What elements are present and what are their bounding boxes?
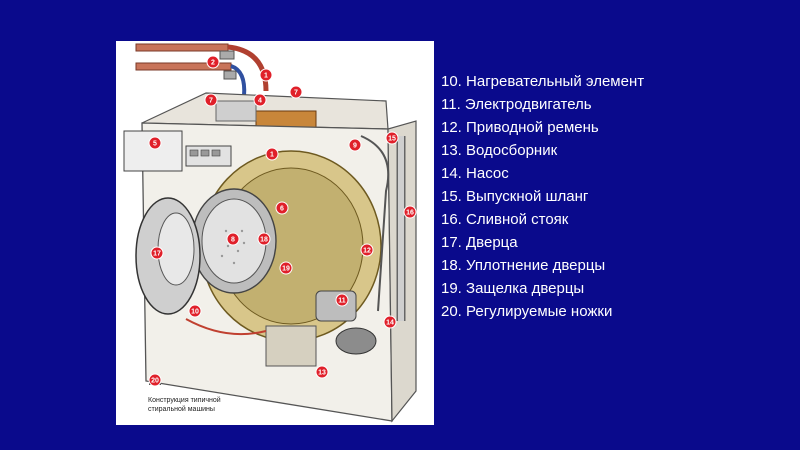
marker-18: 18 bbox=[257, 232, 271, 246]
marker-20: 20 bbox=[148, 373, 162, 387]
svg-text:1: 1 bbox=[264, 73, 268, 80]
svg-text:4: 4 bbox=[258, 98, 262, 105]
caption-line-1: Конструкция типичной bbox=[148, 397, 221, 404]
marker-1: 1 bbox=[259, 68, 273, 82]
svg-text:19: 19 bbox=[282, 266, 290, 273]
marker-4: 4 bbox=[253, 93, 267, 107]
marker-13: 13 bbox=[315, 365, 329, 379]
washing-machine-illustration: 2 1 7 4 7 5 1 9 15 6 16 17 8 18 12 19 11… bbox=[116, 41, 434, 425]
legend-item: 15. Выпускной шланг bbox=[441, 188, 589, 205]
marker-10: 10 bbox=[188, 304, 202, 318]
legend-item: 20. Регулируемые ножки bbox=[441, 303, 613, 320]
legend-item: 16. Сливной стояк bbox=[441, 211, 569, 228]
legend-item: 19. Защелка дверцы bbox=[441, 280, 585, 297]
svg-text:7: 7 bbox=[294, 90, 298, 97]
svg-text:18: 18 bbox=[260, 237, 268, 244]
parts-legend: 10. Нагревательный элемент 11. Электродв… bbox=[441, 70, 781, 323]
inlet-pipes bbox=[135, 43, 269, 97]
marker-6: 6 bbox=[275, 201, 289, 215]
legend-item: 17. Дверца bbox=[441, 234, 518, 251]
svg-text:11: 11 bbox=[338, 298, 346, 305]
svg-text:8: 8 bbox=[231, 237, 235, 244]
marker-16: 16 bbox=[403, 205, 417, 219]
marker-7b: 7 bbox=[289, 85, 303, 99]
marker-7: 7 bbox=[204, 93, 218, 107]
marker-5: 5 bbox=[148, 136, 162, 150]
marker-9: 9 bbox=[348, 138, 362, 152]
legend-item: 11. Электродвигатель bbox=[441, 96, 592, 113]
legend-item: 10. Нагревательный элемент bbox=[441, 73, 645, 90]
figure-caption: Конструкция типичной стиральной машины bbox=[148, 396, 258, 414]
marker-8: 8 bbox=[226, 232, 240, 246]
svg-text:9: 9 bbox=[353, 143, 357, 150]
svg-text:16: 16 bbox=[406, 210, 414, 217]
motor bbox=[315, 290, 357, 322]
legend-item: 12. Приводной ремень bbox=[441, 119, 599, 136]
legend-item: 14. Насос bbox=[441, 165, 509, 182]
pump bbox=[335, 327, 377, 355]
marker-15: 15 bbox=[385, 131, 399, 145]
legend-item: 18. Уплотнение дверцы bbox=[441, 257, 606, 274]
svg-text:12: 12 bbox=[363, 248, 371, 255]
svg-text:13: 13 bbox=[318, 370, 326, 377]
marker-19: 19 bbox=[279, 261, 293, 275]
marker-1b: 1 bbox=[265, 147, 279, 161]
svg-text:2: 2 bbox=[211, 60, 215, 67]
svg-text:15: 15 bbox=[388, 136, 396, 143]
marker-11: 11 bbox=[335, 293, 349, 307]
washing-machine-drawing: 2 1 7 4 7 5 1 9 15 6 16 17 8 18 12 19 11… bbox=[123, 43, 417, 423]
caption-line-2: стиральной машины bbox=[148, 406, 215, 413]
svg-text:10: 10 bbox=[191, 309, 199, 316]
marker-2: 2 bbox=[206, 55, 220, 69]
marker-14: 14 bbox=[383, 315, 397, 329]
svg-text:1: 1 bbox=[270, 152, 274, 159]
svg-text:7: 7 bbox=[209, 98, 213, 105]
svg-text:20: 20 bbox=[151, 378, 159, 385]
marker-12: 12 bbox=[360, 243, 374, 257]
legend-item: 13. Водосборник bbox=[441, 142, 558, 159]
svg-text:17: 17 bbox=[153, 251, 161, 258]
marker-17: 17 bbox=[150, 246, 164, 260]
part-markers: 2 1 7 4 7 5 1 9 15 6 16 17 8 18 12 19 11… bbox=[148, 55, 417, 387]
sump bbox=[265, 325, 317, 367]
svg-text:6: 6 bbox=[280, 206, 284, 213]
svg-text:14: 14 bbox=[386, 320, 394, 327]
svg-text:5: 5 bbox=[153, 141, 157, 148]
